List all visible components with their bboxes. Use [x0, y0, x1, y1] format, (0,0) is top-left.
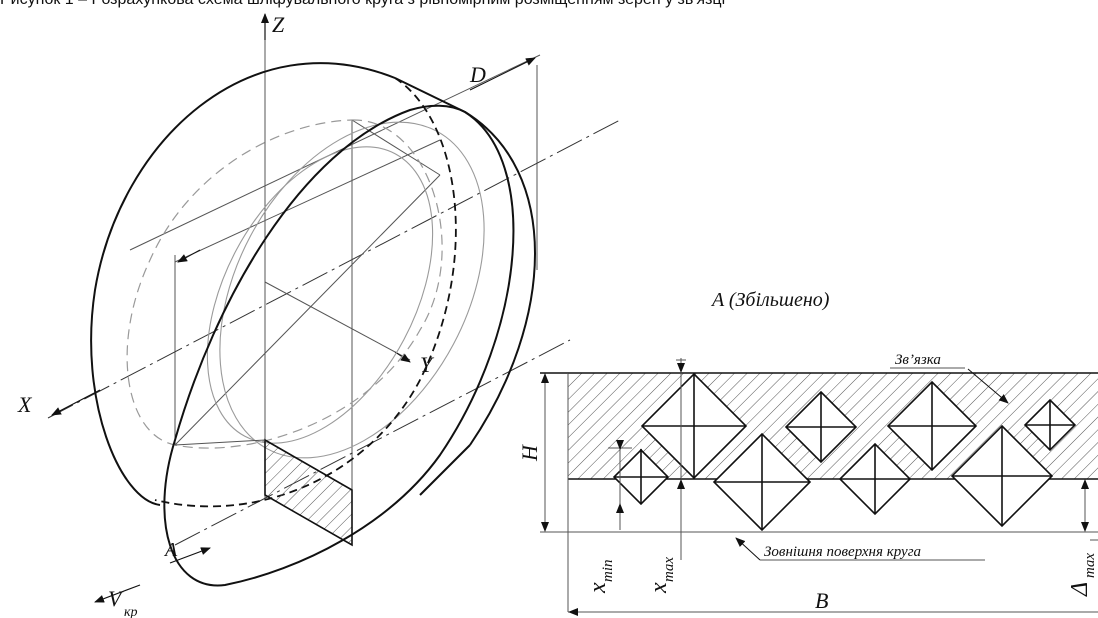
svg-text:x: x	[646, 582, 672, 594]
surface-label: Зовнішня поверхня круга	[764, 544, 921, 560]
svg-text:min: min	[600, 560, 616, 583]
detail-view: A (Збільшено) H x	[517, 289, 1098, 616]
svg-text:V: V	[108, 586, 124, 611]
view-a-label: A	[163, 539, 178, 561]
z-axis-label: Z	[272, 12, 285, 37]
diameter-label: D	[469, 62, 486, 87]
height-label: H	[517, 444, 542, 462]
svg-text:max: max	[661, 557, 677, 582]
detail-title: A (Збільшено)	[710, 289, 830, 311]
x-max-label: x max	[646, 557, 677, 594]
svg-text:Δ: Δ	[1067, 582, 1093, 597]
x-min-label: x min	[585, 560, 616, 595]
grain-particles	[612, 372, 1077, 532]
svg-text:кр: кр	[124, 605, 138, 618]
wheel-3d-view: Z X Y D A V кр	[17, 12, 621, 618]
delta-max-label: Δ max	[1067, 553, 1098, 597]
width-label: B	[815, 588, 828, 613]
velocity-label: V кр	[108, 586, 138, 618]
bond-label: Зв’язка	[895, 352, 941, 368]
svg-text:max: max	[1082, 553, 1098, 578]
svg-text:x: x	[585, 582, 611, 594]
caption-fragment: Рисунок 1 – Розрахункова схема шліфуваль…	[0, 0, 1098, 11]
y-axis-label: Y	[420, 352, 435, 377]
x-axis-label: X	[17, 392, 33, 417]
